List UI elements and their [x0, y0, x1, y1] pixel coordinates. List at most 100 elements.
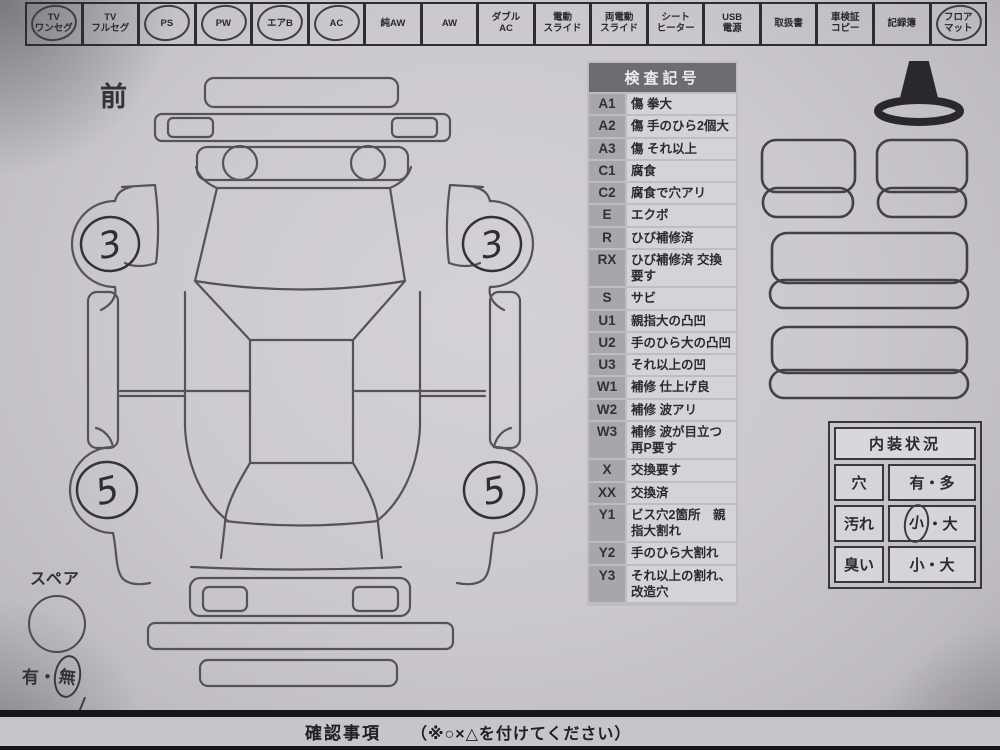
a-pillar-right	[351, 279, 407, 342]
equipment-cell[interactable]: ダブル AC	[477, 2, 534, 46]
interior-row: 汚れ小・大	[834, 502, 976, 545]
equipment-cell[interactable]: フロア マット	[929, 2, 988, 46]
equipment-cell[interactable]: 両電動 スライド	[590, 2, 647, 46]
equipment-cell[interactable]: 純AW	[364, 2, 421, 46]
legend-code: S	[589, 288, 625, 309]
legend-desc: それ以上の凹	[627, 355, 736, 376]
legend-code: Y2	[589, 543, 625, 564]
spare-options: 有・無	[22, 653, 138, 700]
front-fender-left	[120, 183, 160, 268]
side-sill-right	[488, 290, 522, 450]
equipment-label: AW	[441, 17, 458, 29]
option-label[interactable]: 小	[909, 557, 925, 574]
interior-label: 臭い	[834, 546, 884, 583]
interior-label: 汚れ	[834, 505, 884, 542]
wheel-mark-front-left: 3	[95, 223, 126, 268]
legend-desc: 補修 波が目立つ 再P要す	[627, 421, 736, 459]
equipment-cell[interactable]: 車検証 コピー	[816, 2, 873, 46]
interior-row: 臭い小・大	[834, 546, 976, 583]
legend-desc: ビス穴2箇所 親指大割れ	[627, 504, 736, 542]
option-label[interactable]: 多	[939, 475, 955, 492]
equipment-cell[interactable]: USB 電源	[703, 2, 760, 46]
legend-code: U3	[589, 355, 625, 376]
legend-code: C1	[589, 160, 625, 181]
legend-code: Y1	[589, 504, 625, 542]
rear-bumper	[146, 621, 455, 651]
interior-label: 穴	[834, 464, 884, 501]
interior-value: 有・多	[888, 464, 976, 501]
wheel-mark-rear-right: 5	[479, 469, 510, 514]
wheel-arch-front-left	[70, 199, 117, 289]
front-seat-left-back	[760, 138, 857, 194]
equipment-label: TV フルセグ	[91, 12, 130, 34]
legend-code: U1	[589, 310, 625, 331]
equipment-cell[interactable]: TV フルセグ	[81, 2, 139, 46]
legend-desc: ひび補修済 交換要す	[627, 249, 736, 287]
equipment-label: 電動 スライド	[543, 12, 582, 34]
option-label[interactable]: 大	[942, 516, 958, 533]
option-separator: ・	[927, 516, 943, 533]
equipment-cell[interactable]: エアB	[251, 2, 308, 46]
front-seat-left-cushion	[761, 186, 855, 219]
door-line-left	[183, 290, 230, 523]
equipment-label: AC	[329, 17, 344, 29]
roof-panel	[248, 338, 355, 465]
option-label[interactable]: 小	[908, 514, 926, 533]
legend-title: 検査記号	[589, 63, 736, 92]
equipment-cell[interactable]: 記録簿	[872, 2, 930, 46]
legend-code: XX	[589, 482, 625, 503]
option-label[interactable]: 有	[22, 668, 39, 687]
legend-code: W3	[589, 421, 625, 459]
legend-code: A2	[589, 116, 625, 137]
option-label[interactable]: 大	[939, 557, 955, 574]
option-separator: ・	[39, 668, 56, 687]
equipment-cell[interactable]: AC	[307, 2, 365, 46]
legend-desc: 手のひら大の凸凹	[627, 332, 736, 353]
equipment-cell[interactable]: 取扱書	[759, 2, 817, 46]
legend-desc: 腐食で穴アリ	[627, 183, 736, 204]
handwritten-circle: 小	[901, 502, 933, 545]
equipment-cell[interactable]: PW	[194, 2, 252, 46]
equipment-label: 両電動 スライド	[600, 12, 639, 34]
wheel-arch-front-right	[488, 199, 535, 289]
equipment-cell[interactable]: AW	[420, 2, 478, 46]
equipment-label: 取扱書	[774, 17, 803, 29]
interior-value: 小・大	[888, 502, 976, 545]
option-label[interactable]: 有	[909, 475, 925, 492]
option-label[interactable]: 無	[57, 666, 78, 689]
seat-diagram	[760, 61, 970, 400]
car-diagram: 3 3 5 5	[68, 76, 539, 688]
door-line-right	[375, 290, 422, 523]
equipment-cell[interactable]: TV ワンセグ	[25, 2, 82, 46]
legend-desc: 補修 波アリ	[627, 399, 736, 420]
equipment-cell[interactable]: シート ヒーター	[646, 2, 704, 46]
second-row-back	[770, 231, 969, 285]
equipment-label: PS	[160, 17, 174, 29]
legend-desc: 補修 仕上げ良	[627, 377, 736, 398]
interior-rows: 穴有・多汚れ小・大臭い小・大	[834, 464, 976, 583]
equipment-label: USB 電源	[722, 12, 743, 34]
equipment-cell[interactable]: PS	[138, 2, 195, 46]
option-separator: ・	[924, 475, 940, 492]
steering-column-icon	[874, 61, 964, 126]
legend-code: RX	[589, 249, 625, 287]
spare-section: スペア 有・無	[18, 565, 138, 700]
legend-code: R	[589, 227, 625, 248]
front-seat-right-back	[875, 138, 969, 194]
legend-desc: 交換要す	[627, 460, 736, 481]
legend-code: C2	[589, 183, 625, 204]
equipment-cell[interactable]: 電動 スライド	[533, 2, 591, 46]
third-row-back	[770, 325, 969, 375]
